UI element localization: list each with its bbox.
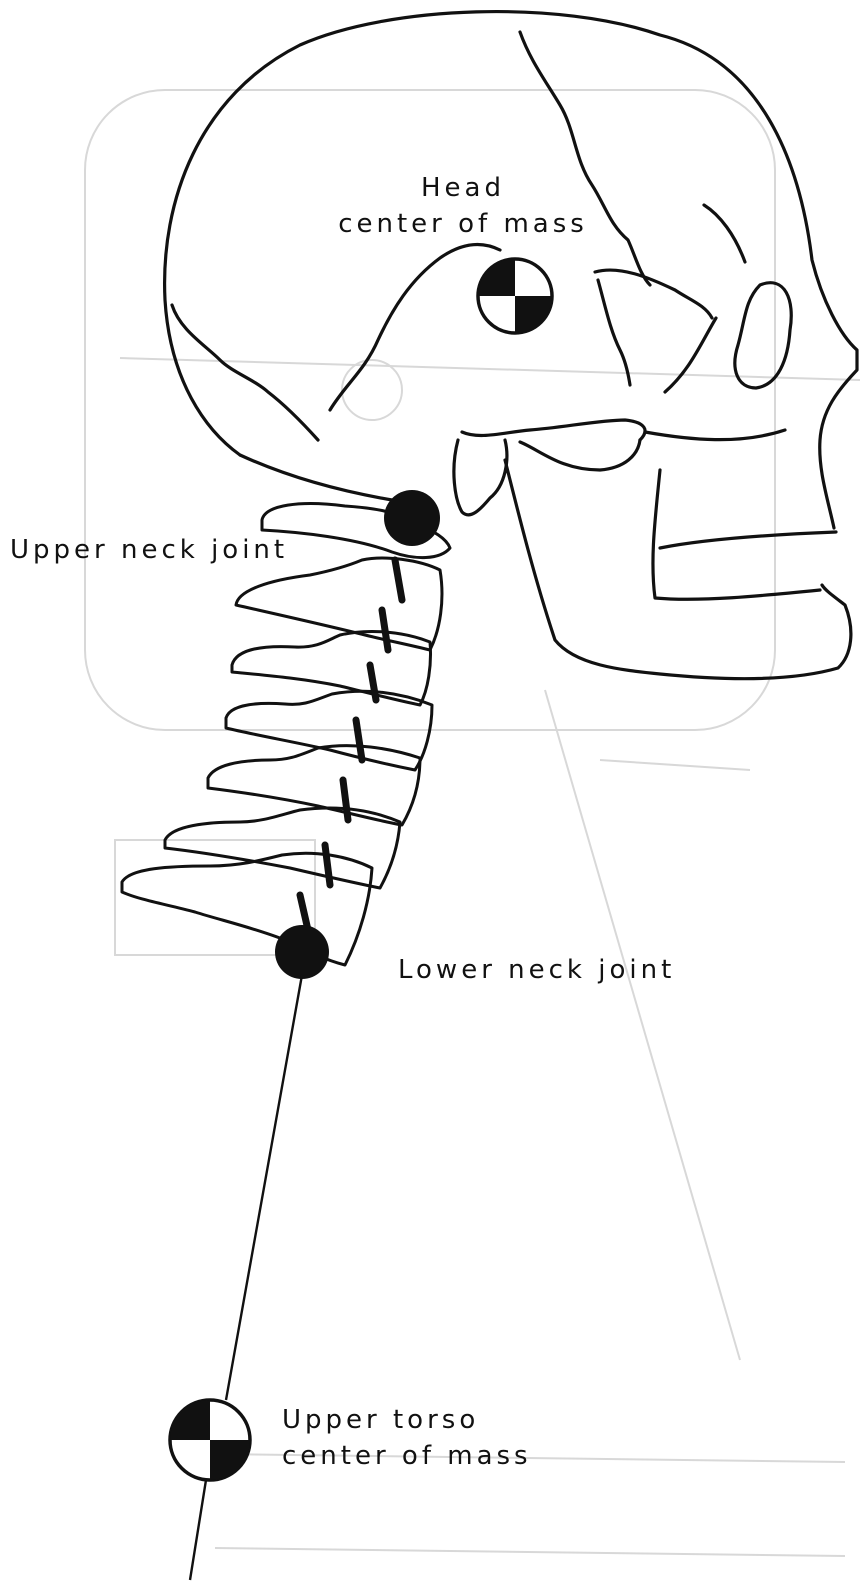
mastoid-process <box>454 440 507 515</box>
zygomatic-arch <box>462 420 645 440</box>
torso-line <box>190 975 302 1580</box>
cervical-vertebrae <box>122 504 450 965</box>
upper-torso-center-of-mass-label: Upper torso center of mass <box>282 1402 532 1474</box>
vertebra-c7 <box>122 853 372 965</box>
head-center-of-mass-label: Head center of mass <box>318 170 608 242</box>
temporal-suture <box>330 244 500 410</box>
skull <box>165 12 857 679</box>
torso-label-line1: Upper torso <box>282 1402 532 1438</box>
vertebra-c6 <box>165 808 400 888</box>
head-label-line1: Head <box>318 170 608 206</box>
upper-torso-center-of-mass-symbol <box>170 1400 250 1480</box>
sphenoid-suture <box>595 270 712 318</box>
coronal-suture <box>520 32 650 285</box>
upper-neck-joint-dot <box>384 490 440 546</box>
lower-neck-joint-label: Lower neck joint <box>398 952 675 988</box>
lower-neck-joint-dot <box>275 925 329 979</box>
upper-teeth-line <box>660 532 836 548</box>
parietal-line <box>598 280 630 385</box>
vertebra-c5 <box>208 746 420 825</box>
mandible <box>505 460 851 679</box>
brow-line <box>704 205 745 262</box>
eye-orbit <box>735 283 791 388</box>
cheek-line <box>645 430 785 440</box>
condyle <box>520 440 640 470</box>
lambdoid-suture <box>172 305 318 440</box>
cranial-base <box>240 455 392 500</box>
nasal-line <box>665 318 716 392</box>
torso-label-line2: center of mass <box>282 1438 532 1474</box>
head-label-line2: center of mass <box>318 206 608 242</box>
head-center-of-mass-symbol <box>478 259 552 333</box>
upper-neck-joint-label: Upper neck joint <box>10 532 288 568</box>
